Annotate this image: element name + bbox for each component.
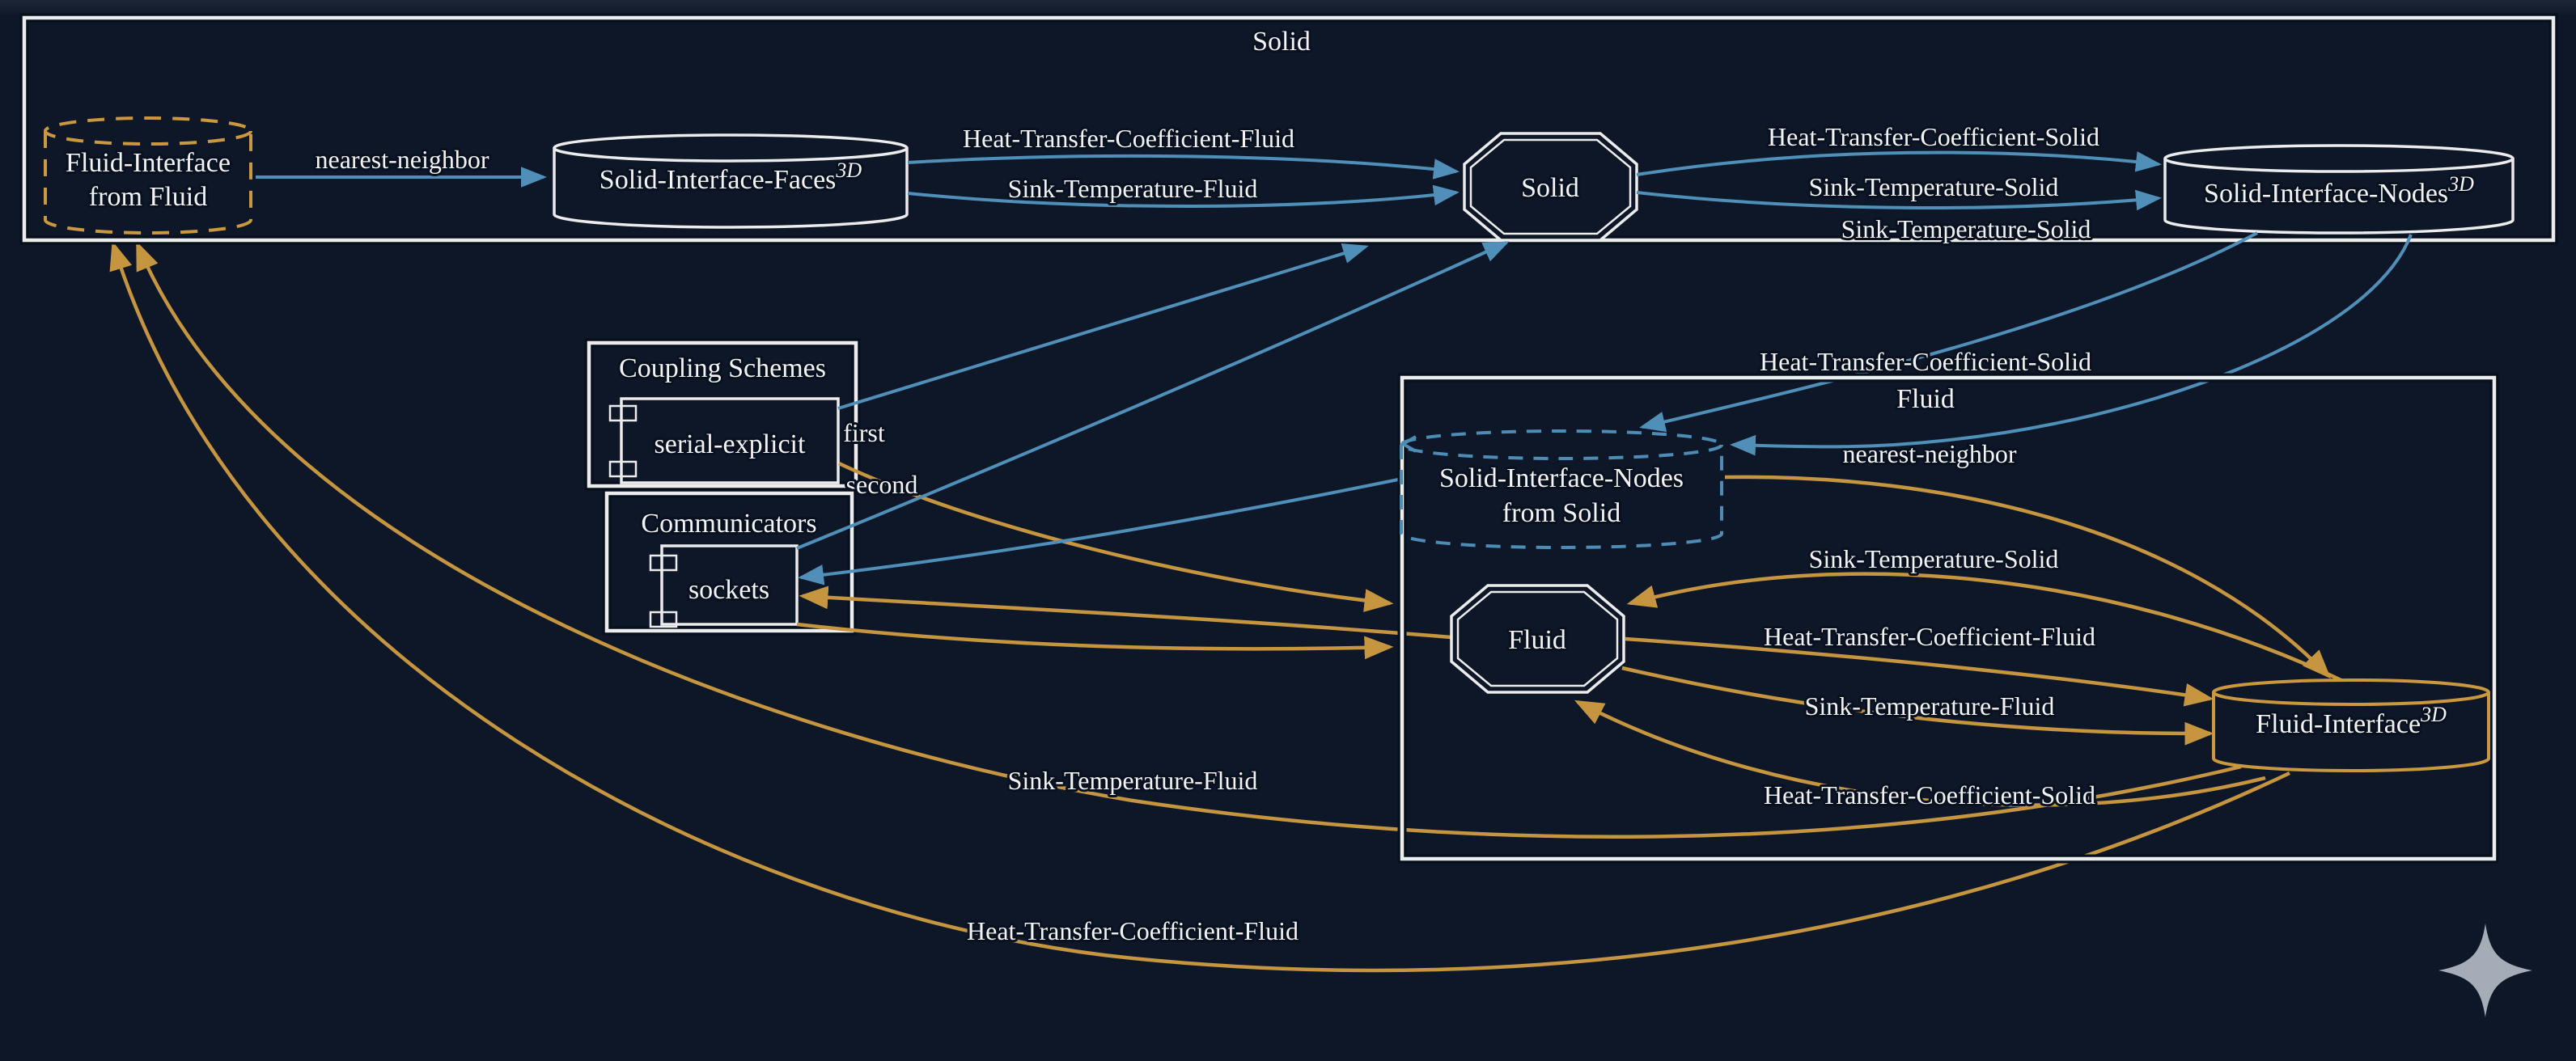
node-solid-solver: Solid — [1463, 132, 1638, 242]
node-fluid-interface-label: Fluid-Interface3D — [2256, 703, 2447, 739]
node-solid-solver-label: Solid — [1521, 173, 1579, 203]
communicators-group: Communicators sockets — [602, 488, 857, 636]
component-port-icon — [649, 611, 678, 628]
fluid-participant-box — [1400, 375, 2497, 861]
edge-comm-sink-temperature-fluid — [135, 240, 2242, 839]
edge-comm-htc-solid — [1730, 234, 2413, 456]
component-port-icon — [649, 554, 678, 572]
edge-label-nearest-neighbor-solid: nearest-neighbor — [315, 145, 489, 174]
edge-scheme-first-to-solid — [837, 243, 1369, 410]
node-fluid-solver-label: Fluid — [1508, 625, 1566, 655]
edge-sockets-to-solid — [796, 241, 1510, 550]
node-solid-interface-nodes: Solid-Interface-Nodes3D — [2163, 144, 2515, 235]
node-solid-interface-nodes-from-solid: Solid-Interface-Nodes from Solid — [1399, 429, 1723, 549]
edge-scheme-second-to-fluid — [838, 461, 1394, 612]
coupling-schemes-title: Coupling Schemes — [619, 353, 826, 383]
edge-htc-solid-to-nodes — [1636, 150, 2162, 176]
edge-sockets-to-fluid — [796, 622, 1394, 660]
edge-label-second: second — [846, 470, 918, 499]
node-sin-from-solid-label1: Solid-Interface-Nodes — [1439, 463, 1684, 493]
node-fluid-interface-from-fluid-label1: Fluid-Interface — [66, 148, 231, 178]
edge-comm-sink-temp-solid — [1639, 231, 2258, 433]
edge-label-sink-temp-solid-out: Sink-Temperature-Solid — [1809, 172, 2059, 201]
sparkle-icon — [2438, 924, 2532, 1017]
edge-htc-fluid-to-solid — [907, 154, 1460, 180]
coupling-schemes-box — [587, 340, 858, 488]
edge-sink-temp-fluid-write — [1621, 666, 2214, 746]
edge-sink-temp-fluid-to-solid — [907, 184, 1460, 209]
edge-label-sink-temp-fluid-write: Sink-Temperature-Fluid — [1805, 691, 2055, 721]
node-solid-interface-faces: Solid-Interface-Faces3D — [553, 133, 909, 229]
node-fluid-interface-from-fluid: Fluid-Interface from Fluid — [44, 116, 252, 235]
node-fluid-solver: Fluid — [1450, 584, 1625, 694]
node-sin-from-solid-label2: from Solid — [1502, 498, 1621, 528]
edge-htc-fluid-write — [1625, 636, 2214, 707]
solid-participant-box — [22, 15, 2556, 243]
edge-comm-heat-transfer-coefficient-fluid — [109, 240, 2290, 973]
node-solid-interface-faces-label: Solid-Interface-Faces3D — [600, 159, 862, 195]
solid-participant-title: Solid — [1252, 27, 1311, 57]
edge-label-htc-fluid-write: Heat-Transfer-Coefficient-Fluid — [1764, 622, 2095, 651]
sockets-component — [660, 544, 799, 626]
edge-label-sink-temp-solid-read: Sink-Temperature-Solid — [1809, 544, 2059, 573]
edge-fluid-to-sockets — [798, 477, 1403, 585]
edge-label-comm-sink-temp-fluid: Sink-Temperature-Fluid — [1008, 766, 1258, 795]
serial-explicit-component — [620, 397, 840, 484]
fluid-participant-title: Fluid — [1896, 384, 1955, 414]
background-top-glow — [0, 0, 2576, 16]
edge-label-sink-temp-fluid-in: Sink-Temperature-Fluid — [1008, 174, 1258, 203]
edge-label-first: first — [843, 418, 885, 447]
serial-explicit-label: serial-explicit — [655, 429, 806, 459]
communicators-title: Communicators — [641, 509, 816, 539]
edge-fluid-solver-to-sockets — [799, 585, 1452, 640]
edge-label-comm-htc-fluid: Heat-Transfer-Coefficient-Fluid — [967, 916, 1299, 945]
edge-sink-temp-solid-to-nodes — [1636, 189, 2162, 211]
chevron-left-icon — [1399, 435, 1417, 453]
component-port-icon — [608, 404, 638, 422]
node-fluid-interface-from-fluid-label2: from Fluid — [89, 182, 207, 212]
edge-label-htc-solid-read: Heat-Transfer-Coefficient-Solid — [1764, 780, 2095, 809]
edge-htc-solid-read — [1574, 700, 2266, 807]
edge-nearest-neighbor-fluid — [1724, 475, 2332, 679]
communicators-box — [604, 491, 854, 633]
edge-label-htc-solid-comm: Heat-Transfer-Coefficient-Solid — [1760, 347, 2091, 376]
component-port-icon — [608, 460, 638, 478]
edge-label-sink-temp-solid-comm: Sink-Temperature-Solid — [1841, 214, 2091, 243]
sockets-label: sockets — [688, 575, 769, 605]
edge-label-htc-fluid-in: Heat-Transfer-Coefficient-Fluid — [963, 124, 1294, 153]
edge-label-htc-solid-out: Heat-Transfer-Coefficient-Solid — [1768, 122, 2099, 151]
edge-label-nearest-neighbor-fluid: nearest-neighbor — [1842, 439, 2016, 468]
node-solid-interface-nodes-label: Solid-Interface-Nodes3D — [2204, 172, 2474, 209]
node-fluid-interface: Fluid-Interface3D — [2212, 678, 2490, 772]
edge-sink-temp-solid-read — [1626, 572, 2347, 685]
coupling-schemes-group: Coupling Schemes serial-explicit — [584, 338, 861, 491]
